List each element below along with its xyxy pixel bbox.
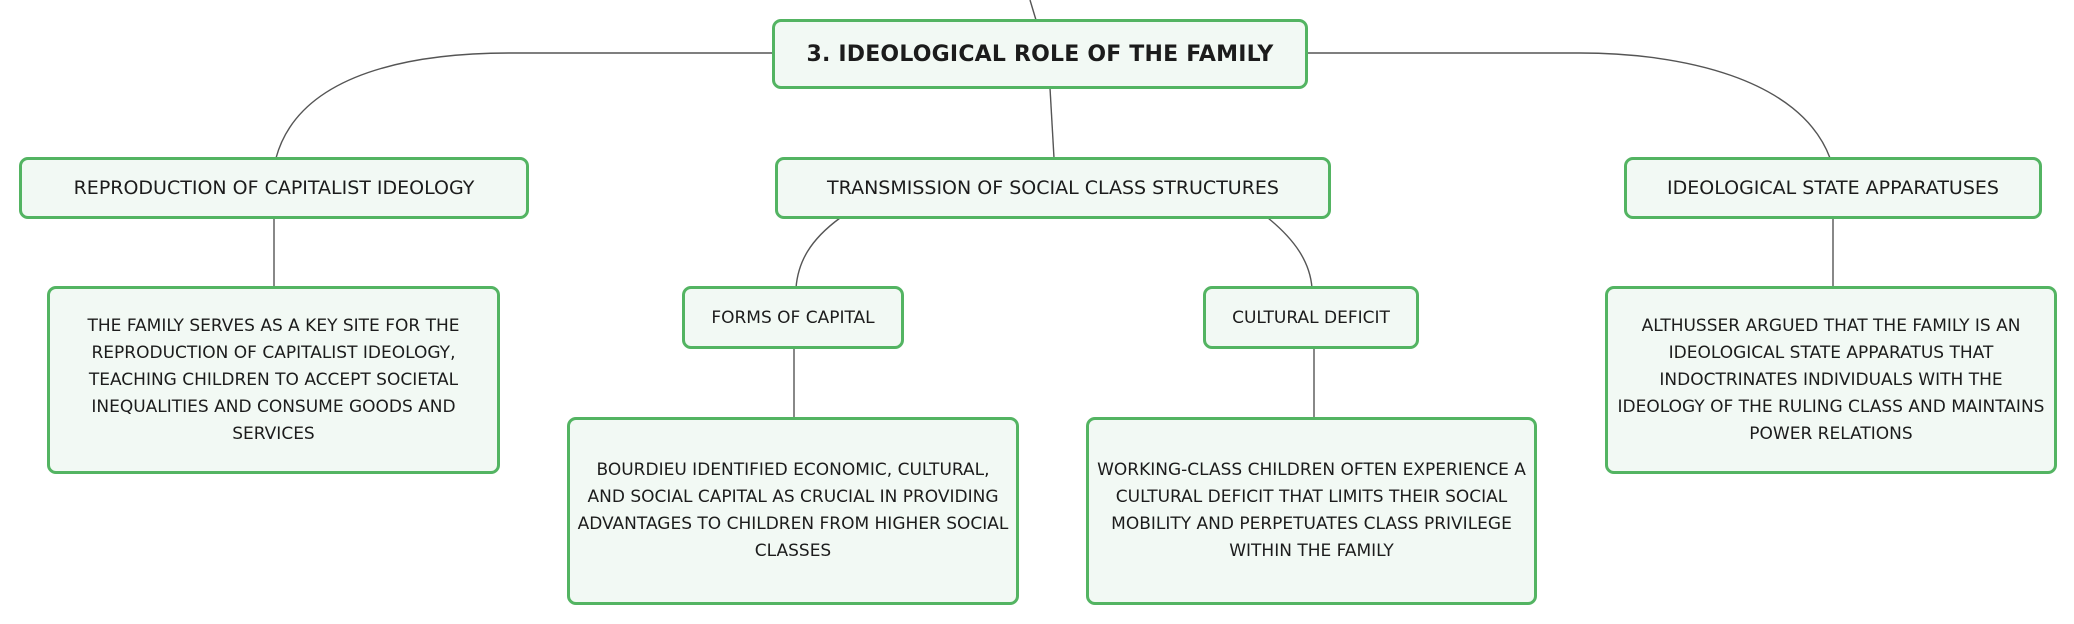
subtopic-forms-of-capital[interactable]: FORMS OF CAPITAL	[682, 286, 904, 349]
connector-transmission-to-forms	[795, 217, 841, 289]
detail-text: WORKING-CLASS CHILDREN OFTEN EXPERIENCE …	[1097, 460, 1526, 561]
branch-transmission-of-social-class-structures[interactable]: TRANSMISSION OF SOCIAL CLASS STRUCTURES	[775, 157, 1331, 219]
connector-root-to-transmission	[1049, 87, 1055, 159]
detail-text: ALTHUSSER ARGUED THAT THE FAMILY IS AN I…	[1617, 315, 2045, 444]
branch-reproduction-of-capitalist-ideology[interactable]: REPRODUCTION OF CAPITALIST IDEOLOGY	[19, 157, 529, 219]
branch-ideological-state-apparatuses[interactable]: IDEOLOGICAL STATE APPARATUSES	[1624, 157, 2042, 219]
branch-label: TRANSMISSION OF SOCIAL CLASS STRUCTURES	[827, 177, 1279, 199]
subtopic-cultural-deficit[interactable]: CULTURAL DEFICIT	[1203, 286, 1419, 349]
root-topic[interactable]: 3. IDEOLOGICAL ROLE OF THE FAMILY	[772, 19, 1308, 89]
branch-label: REPRODUCTION OF CAPITALIST IDEOLOGY	[73, 177, 475, 199]
detail-text: THE FAMILY SERVES AS A KEY SITE FOR THE …	[87, 315, 460, 444]
detail-forms-of-capital[interactable]: BOURDIEU IDENTIFIED ECONOMIC, CULTURAL, …	[567, 417, 1019, 605]
connector-parent-to-root	[1029, 0, 1037, 21]
subtopic-label: FORMS OF CAPITAL	[711, 307, 875, 328]
branch-label: IDEOLOGICAL STATE APPARATUSES	[1667, 177, 1999, 199]
connector-root-to-isa	[1306, 52, 1831, 159]
connector-root-to-reproduction	[275, 52, 774, 159]
detail-cultural-deficit[interactable]: WORKING-CLASS CHILDREN OFTEN EXPERIENCE …	[1086, 417, 1537, 605]
detail-text: BOURDIEU IDENTIFIED ECONOMIC, CULTURAL, …	[577, 460, 1009, 561]
connector-transmission-to-deficit	[1267, 217, 1313, 289]
subtopic-label: CULTURAL DEFICIT	[1232, 307, 1390, 328]
root-topic-label: 3. IDEOLOGICAL ROLE OF THE FAMILY	[806, 41, 1274, 67]
detail-reproduction-of-capitalist-ideology[interactable]: THE FAMILY SERVES AS A KEY SITE FOR THE …	[47, 286, 500, 474]
detail-ideological-state-apparatuses[interactable]: ALTHUSSER ARGUED THAT THE FAMILY IS AN I…	[1605, 286, 2057, 474]
